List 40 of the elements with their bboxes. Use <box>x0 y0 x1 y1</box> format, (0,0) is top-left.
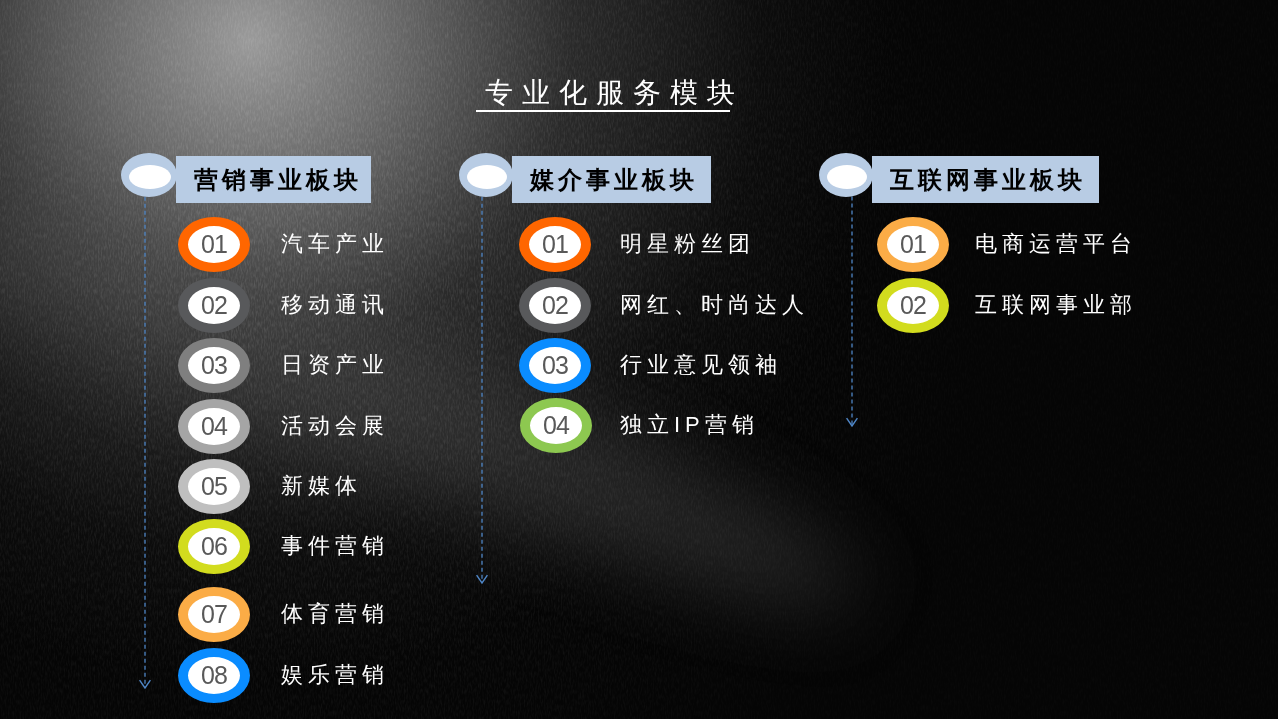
item-label: 体育营销 <box>281 600 389 628</box>
item-label: 明星粉丝团 <box>620 230 755 258</box>
item-number: 08 <box>201 661 227 689</box>
item-number: 05 <box>201 472 227 500</box>
item-label: 活动会展 <box>281 412 389 440</box>
item-number: 01 <box>201 230 227 258</box>
ring-icon <box>459 153 513 197</box>
item-label: 行业意见领袖 <box>620 351 782 379</box>
heading-bar <box>512 156 711 203</box>
item-number: 04 <box>543 411 569 439</box>
dashed-arrow <box>138 196 152 689</box>
item-number: 01 <box>542 230 568 258</box>
item-label: 独立IP营销 <box>620 411 759 439</box>
item-number: 03 <box>542 351 568 379</box>
item-number: 07 <box>201 600 227 628</box>
item-label: 新媒体 <box>281 472 362 500</box>
section-heading: 营销事业板块 <box>193 165 363 195</box>
section-heading: 互联网事业板块 <box>889 165 1087 195</box>
item-label: 事件营销 <box>281 532 389 560</box>
item-number: 04 <box>201 412 227 440</box>
heading-bar <box>872 156 1099 203</box>
dashed-arrow <box>475 196 489 584</box>
item-label: 汽车产业 <box>281 230 389 258</box>
item-label: 互联网事业部 <box>975 291 1137 319</box>
item-number: 02 <box>542 291 568 319</box>
item-number: 06 <box>201 532 227 560</box>
heading-bar <box>176 156 371 203</box>
item-number: 02 <box>900 291 926 319</box>
ring-icon <box>819 153 873 197</box>
item-label: 电商运营平台 <box>975 230 1137 258</box>
item-label: 娱乐营销 <box>281 661 389 689</box>
ring-icon <box>121 153 177 197</box>
section-heading: 媒介事业板块 <box>528 165 699 195</box>
item-label: 网红、时尚达人 <box>620 291 809 319</box>
item-number: 03 <box>201 351 227 379</box>
item-number: 02 <box>201 291 227 319</box>
dashed-arrow <box>845 195 859 427</box>
item-number: 01 <box>900 230 926 258</box>
item-label: 移动通讯 <box>281 291 389 319</box>
item-label: 日资产业 <box>281 351 389 379</box>
